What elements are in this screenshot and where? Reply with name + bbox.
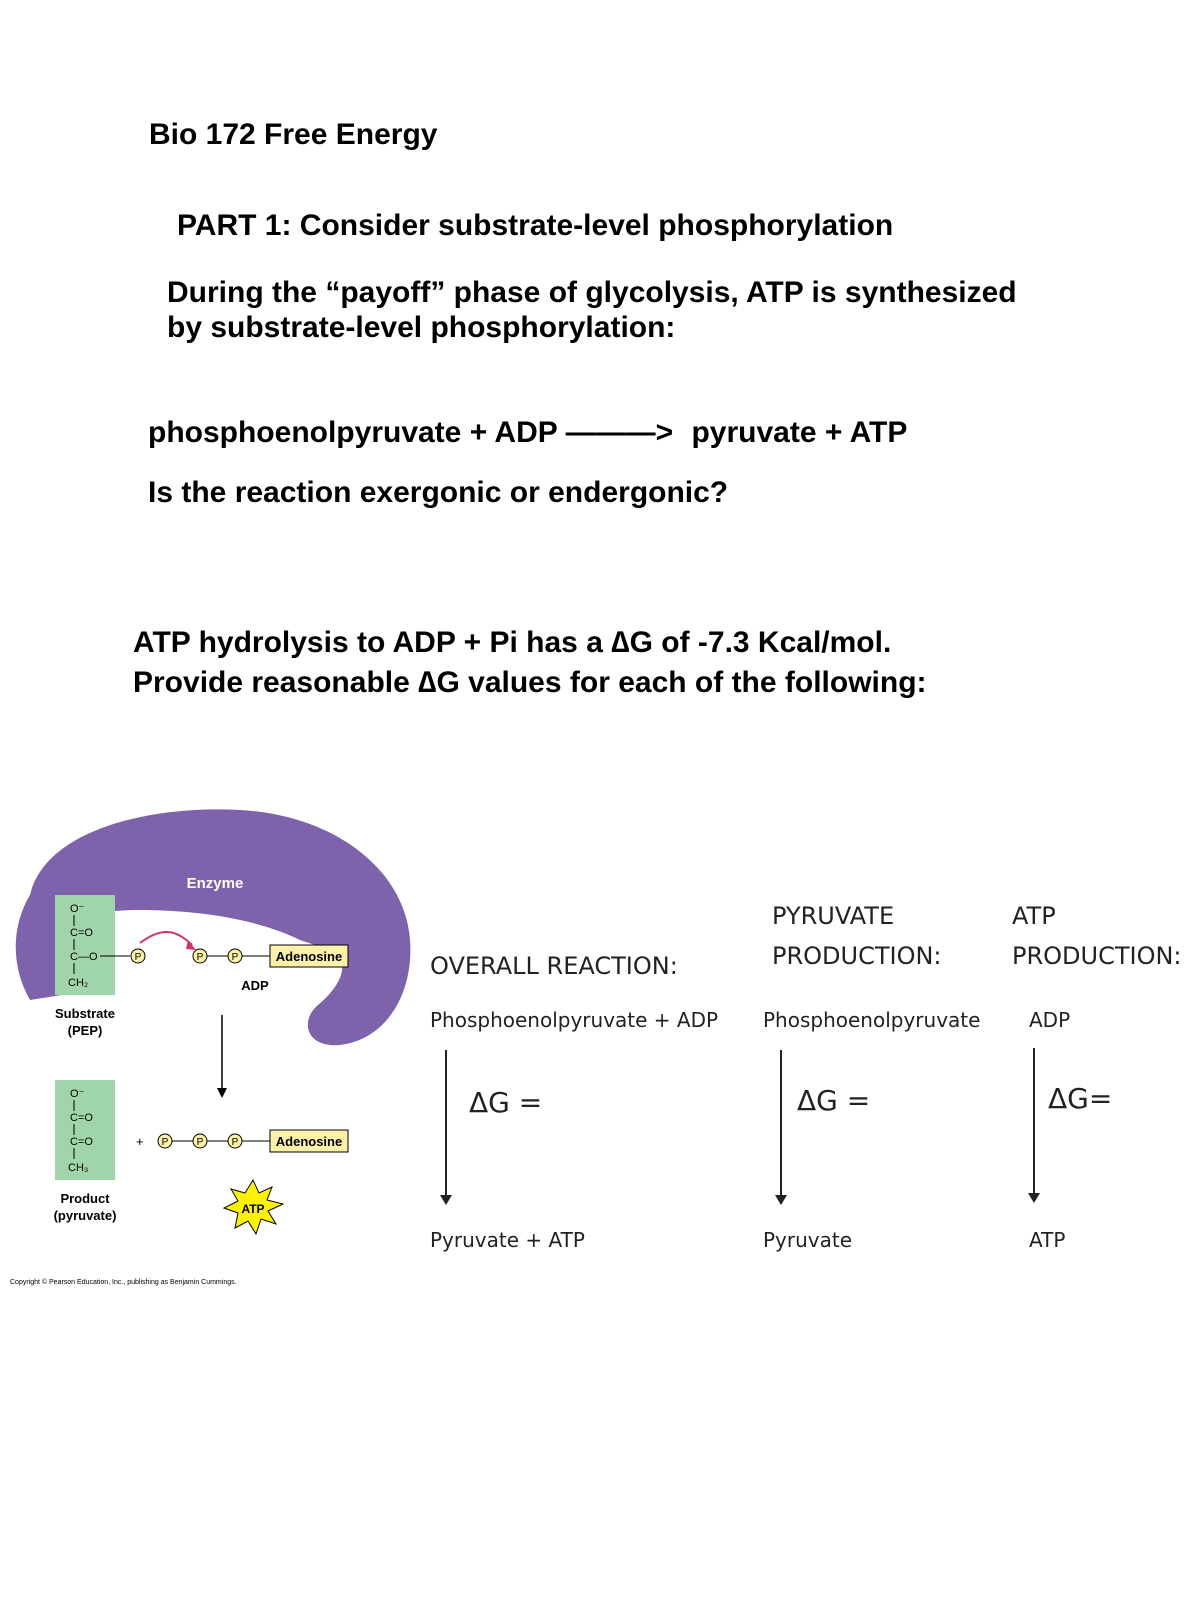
product-label-2: (pyruvate) <box>54 1208 117 1223</box>
part1-intro: During the “payoff” phase of glycolysis,… <box>167 275 1017 345</box>
substrate-label-1: Substrate <box>55 1006 115 1021</box>
col-atp-heading-1: ATP <box>1012 902 1056 930</box>
col-overall-bottom: Pyruvate + ATP <box>430 1228 585 1252</box>
col-pyruvate-arrow <box>775 1050 787 1205</box>
col-atp-arrow <box>1028 1048 1040 1203</box>
page-title: Bio 172 Free Energy <box>149 118 438 151</box>
svg-text:C=O: C=O <box>70 927 93 939</box>
reaction-left: phosphoenolpyruvate + ADP <box>148 416 558 449</box>
svg-text:C=O: C=O <box>70 1112 93 1124</box>
col-atp-heading-2: PRODUCTION: <box>1012 942 1182 970</box>
enzyme-shape <box>15 809 411 1046</box>
substrate-box <box>55 895 115 995</box>
reaction-equation: phosphoenolpyruvate + ADP ———> pyruvate … <box>148 416 907 450</box>
hydrolysis-line1: ATP hydrolysis to ADP + Pi has a ∆G of -… <box>133 626 892 659</box>
svg-text:+: + <box>136 1134 144 1149</box>
svg-text:CH₃: CH₃ <box>68 1162 88 1174</box>
product-label-1: Product <box>60 1191 110 1206</box>
svg-text:C=O: C=O <box>70 1136 93 1148</box>
col-atp-top: ADP <box>1029 1008 1071 1032</box>
col-overall-dg: ΔG = <box>469 1086 543 1119</box>
col-pyruvate-bottom: Pyruvate <box>763 1228 853 1252</box>
substrate-label-2: (PEP) <box>68 1023 103 1038</box>
atp-burst <box>222 1178 285 1236</box>
adp-label: ADP <box>241 978 269 993</box>
atp-burst-label: ATP <box>241 1202 264 1216</box>
reaction-arrow: ———> <box>565 416 674 449</box>
adenosine-box-top <box>269 944 349 968</box>
adenosine-top-label: Adenosine <box>276 949 342 964</box>
phosphate-adp-1-label: P <box>197 952 204 963</box>
hydrolysis-text: ATP hydrolysis to ADP + Pi has a ∆G of -… <box>133 623 927 703</box>
phosphate-adp-2-label: P <box>232 952 239 963</box>
phosphate-atp-2-label: P <box>197 1137 204 1148</box>
col-pyruvate-dg: ΔG = <box>797 1084 871 1117</box>
col-pyruvate-heading-1: PYRUVATE <box>772 902 895 930</box>
reaction-right: pyruvate + ATP <box>691 416 908 449</box>
reaction-question: Is the reaction exergonic or endergonic? <box>148 476 729 509</box>
svg-text:C—O: C—O <box>70 951 98 963</box>
phosphate-sub-label: P <box>135 952 142 963</box>
col-pyruvate-top: Phosphoenolpyruvate <box>763 1008 981 1032</box>
svg-text:CH₂: CH₂ <box>68 977 88 989</box>
hydrolysis-line2: Provide reasonable ∆G values for each of… <box>133 666 927 699</box>
svg-text:O⁻: O⁻ <box>70 903 85 915</box>
phosphorylation-figure: Enzyme O⁻ C=O C—O CH₂ P P P Adenosine AD… <box>10 809 411 1286</box>
col-atp-dg: ΔG= <box>1048 1082 1113 1115</box>
adenosine-box-bottom <box>269 1129 349 1153</box>
phosphate-atp-3-label: P <box>232 1137 239 1148</box>
part1-heading: PART 1: Consider substrate-level phospho… <box>177 209 894 242</box>
col-atp-bottom: ATP <box>1029 1228 1066 1252</box>
enzyme-label: Enzyme <box>187 875 244 892</box>
phosphate-sub <box>130 948 146 964</box>
svg-text:O⁻: O⁻ <box>70 1088 85 1100</box>
part1-intro-line1: During the “payoff” phase of glycolysis,… <box>167 276 1017 309</box>
col-overall-arrow <box>440 1050 452 1205</box>
copyright-text: Copyright © Pearson Education, Inc., pub… <box>10 1278 237 1286</box>
col-overall-top: Phosphoenolpyruvate + ADP <box>430 1008 719 1032</box>
col-overall-heading: OVERALL REACTION: <box>430 952 678 980</box>
product-box <box>55 1080 115 1180</box>
transfer-arrow <box>139 931 193 946</box>
col-pyruvate-heading-2: PRODUCTION: <box>772 942 942 970</box>
part1-intro-line2: by substrate-level phosphorylation: <box>167 311 676 344</box>
adenosine-bottom-label: Adenosine <box>276 1134 342 1149</box>
phosphate-atp-1-label: P <box>162 1137 169 1148</box>
